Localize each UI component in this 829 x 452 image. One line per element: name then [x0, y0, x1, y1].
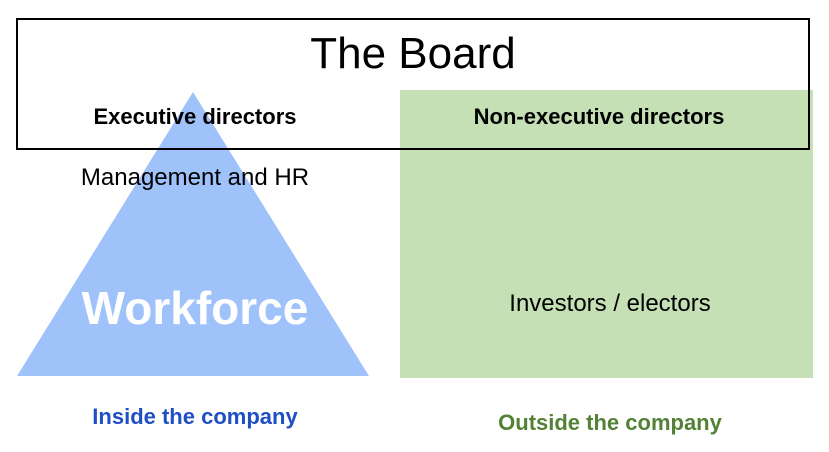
outside-company-label: Outside the company — [498, 410, 722, 435]
investors-electors-label: Investors / electors — [509, 290, 711, 317]
workforce-label: Workforce — [81, 282, 309, 334]
non-executive-panel — [400, 90, 813, 378]
non-executive-directors-label: Non-executive directors — [473, 104, 725, 129]
executive-directors-label: Executive directors — [93, 104, 297, 129]
board-frame — [16, 18, 810, 150]
management-hr-label: Management and HR — [80, 164, 310, 191]
pyramid-triangle — [17, 92, 369, 376]
board-title: The Board — [310, 29, 516, 78]
inside-company-label: Inside the company — [92, 404, 298, 429]
